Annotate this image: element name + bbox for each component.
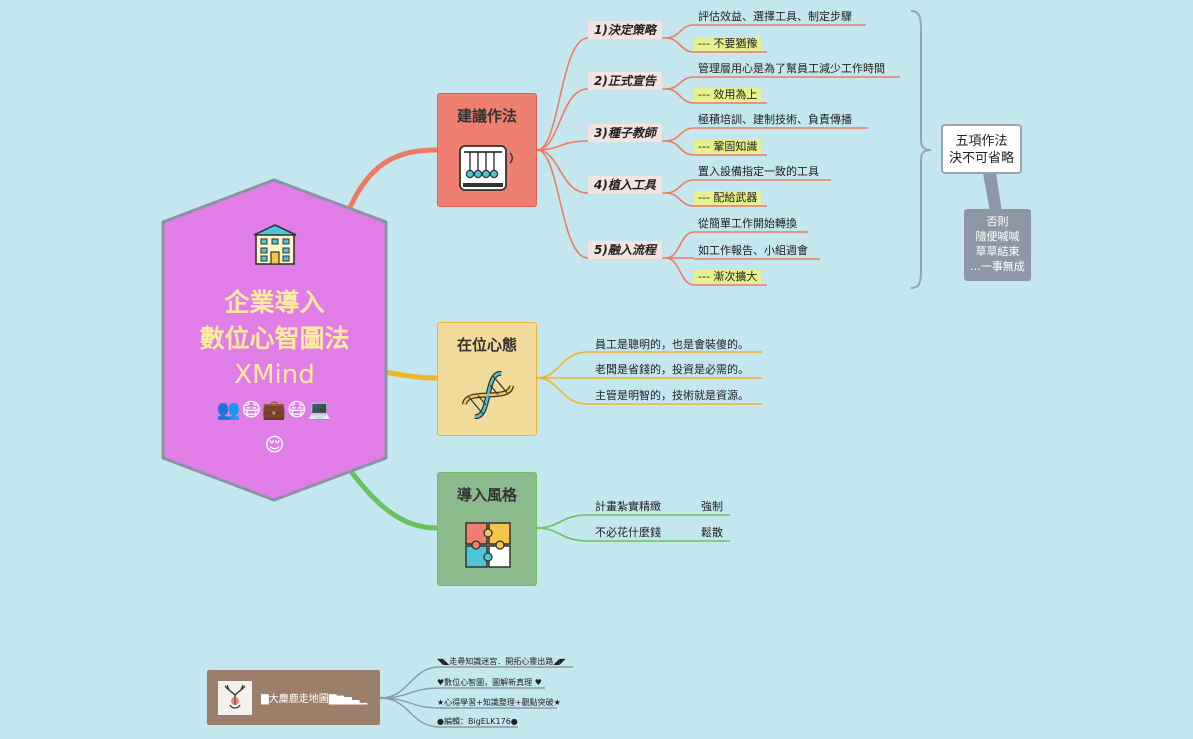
step-3-item-1[interactable]: 極積培訓、建制技術、負責傳播 [698,113,852,126]
central-node[interactable]: 企業導入 數位心智圖法 XMind 👥😷💼😷💻 😌 [163,180,386,500]
style-item-1[interactable]: 計畫紮實精緻 [595,500,661,513]
step-1-item-1[interactable]: 評估效益、選擇工具、制定步驟 [698,10,852,23]
summary-note-line-2: 隨便喊喊 [975,230,1020,243]
step-4-item-2[interactable]: --- 配給武器 [694,191,762,205]
step-2-label[interactable]: 2)正式宣告 [588,72,662,90]
mindset-item-2[interactable]: 老闆是省錢的，投資是必需的。 [595,363,749,376]
step-5-item-2[interactable]: 如工作報告、小組週會 [698,244,808,257]
summary-note-line-3: 草草結束 [975,245,1020,258]
central-emoji-row-2: 😌 [264,434,285,456]
footer-item-4[interactable]: ●編輯：BigELK176● [437,717,518,726]
step-4-label[interactable]: 4)植入工具 [588,176,662,194]
step-4-item-1[interactable]: 置入設備指定一致的工具 [698,165,819,178]
summary-callout[interactable]: 五項作法 決不可省略 [941,124,1022,174]
branch-mindset[interactable]: 在位心態 [437,322,537,436]
summary-note-line-4: ...一事無成 [970,260,1025,273]
footer-item-2[interactable]: ♥數位心智圖，圖解新真理 ♥ [437,678,542,687]
link-center-to-mindset [384,369,438,381]
summary-callout-line-2: 決不可省略 [948,151,1014,166]
footer-item-3[interactable]: ★心得學習+知識整理+觀點突破★ [437,698,561,707]
step-2-item-1[interactable]: 管理層用心是為了幫員工減少工作時間 [698,62,885,75]
summary-note-line-1: 否則 [986,215,1009,228]
callout-pointer [983,173,1002,212]
central-title-line-1: 企業導入 [224,288,325,317]
dna-icon [461,370,515,420]
step-3-label[interactable]: 3)種子教師 [588,124,662,142]
branch-suggest[interactable]: 建議作法 [437,93,537,207]
branch-style[interactable]: 導入風格 [437,472,537,586]
mindset-item-1[interactable]: 員工是聰明的，也是會裝傻的。 [595,338,749,351]
style-item-2[interactable]: 不必花什麼錢 [595,526,661,539]
building-icon [253,224,297,265]
style-item-2-tag[interactable]: 鬆散 [701,526,723,539]
step-2-item-2[interactable]: --- 效用為上 [694,88,762,102]
link-center-to-style [348,468,438,531]
step-5-item-1[interactable]: 從簡單工作開始轉換 [698,217,797,230]
step-5-label[interactable]: 5)融入流程 [588,241,662,259]
central-title-line-2: 數位心智圖法 [199,324,350,353]
footer-item-1[interactable]: ◥◣走尋知識迷宮．開拓心靈出路◢◤ [437,657,566,666]
step-1-label[interactable]: 1)決定策略 [588,21,662,39]
summary-callout-line-1: 五項作法 [955,134,1008,149]
summary-note[interactable]: 否則 隨便喊喊 草草結束 ...一事無成 [964,209,1031,281]
footer-title: ▇大麋鹿走地圖▇▆▅▃▁ [261,694,368,705]
footer-node[interactable]: ▇大麋鹿走地圖▇▆▅▃▁ [207,670,380,725]
step-3-item-2[interactable]: --- 鞏固知識 [694,140,762,154]
branch-suggest-title: 建議作法 [456,107,517,125]
newtons-cradle-icon [459,145,513,191]
central-emoji-row-1: 👥😷💼😷💻 [216,399,333,421]
elk-avatar-icon [218,681,252,715]
style-item-1-tag[interactable]: 強制 [701,500,723,513]
summary-bracket [910,10,932,289]
branch-style-title: 導入風格 [456,486,517,504]
mindset-item-3[interactable]: 主管是明智的，技術就是資源。 [595,389,749,402]
branch-mindset-title: 在位心態 [456,336,517,354]
link-center-to-suggest [345,147,438,213]
step-5-item-3[interactable]: --- 漸次擴大 [694,270,762,284]
central-hexagon [161,178,388,502]
central-title-line-3: XMind [234,360,315,390]
step-1-item-2[interactable]: --- 不要猶豫 [694,37,762,51]
puzzle-icon [465,522,511,568]
